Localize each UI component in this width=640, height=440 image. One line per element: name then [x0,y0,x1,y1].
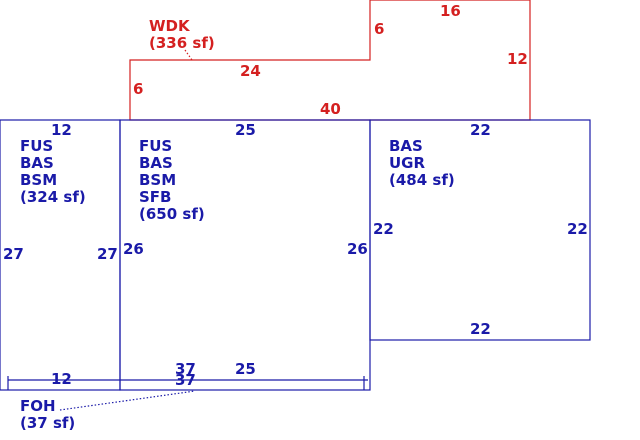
area-label-line: FOH [20,397,56,415]
dim-deck-bottom: 40 [320,100,341,118]
building-outlines [0,119,591,411]
dim-right-bottom: 22 [470,320,491,338]
area-label-line: (37 sf) [20,414,75,432]
dim-left-left: 27 [3,245,24,263]
dim-deck-step: 6 [374,20,384,38]
area-label-line: BAS [389,137,423,155]
area-label-line: UGR [389,154,425,172]
dim-deck-top: 16 [440,2,461,20]
area-label-line: FUS [139,137,172,155]
area-label-line: SFB [139,188,171,206]
right-section-outline [369,119,591,341]
dim-deck-left: 6 [133,80,143,98]
dim-porch-b: 37 [175,371,196,389]
area-label-deck: WDK(336 sf) [149,17,215,52]
dim-deck-mid: 24 [240,62,261,80]
dim-right-left: 22 [373,220,394,238]
area-label-porch: FOH(37 sf) [20,397,75,432]
dim-left-bottom: 12 [51,370,72,388]
area-label-line: BAS [139,154,173,172]
dim-mid-right: 26 [347,240,368,258]
area-label-line: BSM [139,171,176,189]
dim-mid-bottom: 25 [235,360,256,378]
dim-mid-left: 26 [123,240,144,258]
dim-mid-top: 25 [235,121,256,139]
area-label-line: BAS [20,154,54,172]
area-label-line: (484 sf) [389,171,455,189]
area-label-line: (324 sf) [20,188,86,206]
area-label-line: (336 sf) [149,34,215,52]
dim-right-right: 22 [567,220,588,238]
dim-deck-right: 12 [507,50,528,68]
dim-porch-a: 37 [175,360,196,378]
dim-left-top: 12 [51,121,72,139]
area-label-line: WDK [149,17,191,35]
area-label-line: (650 sf) [139,205,205,223]
dim-left-right: 27 [97,245,118,263]
area-label-line: BSM [20,171,57,189]
area-label-line: FUS [20,137,53,155]
porch-leader-line [59,390,196,411]
dim-right-top: 22 [470,121,491,139]
